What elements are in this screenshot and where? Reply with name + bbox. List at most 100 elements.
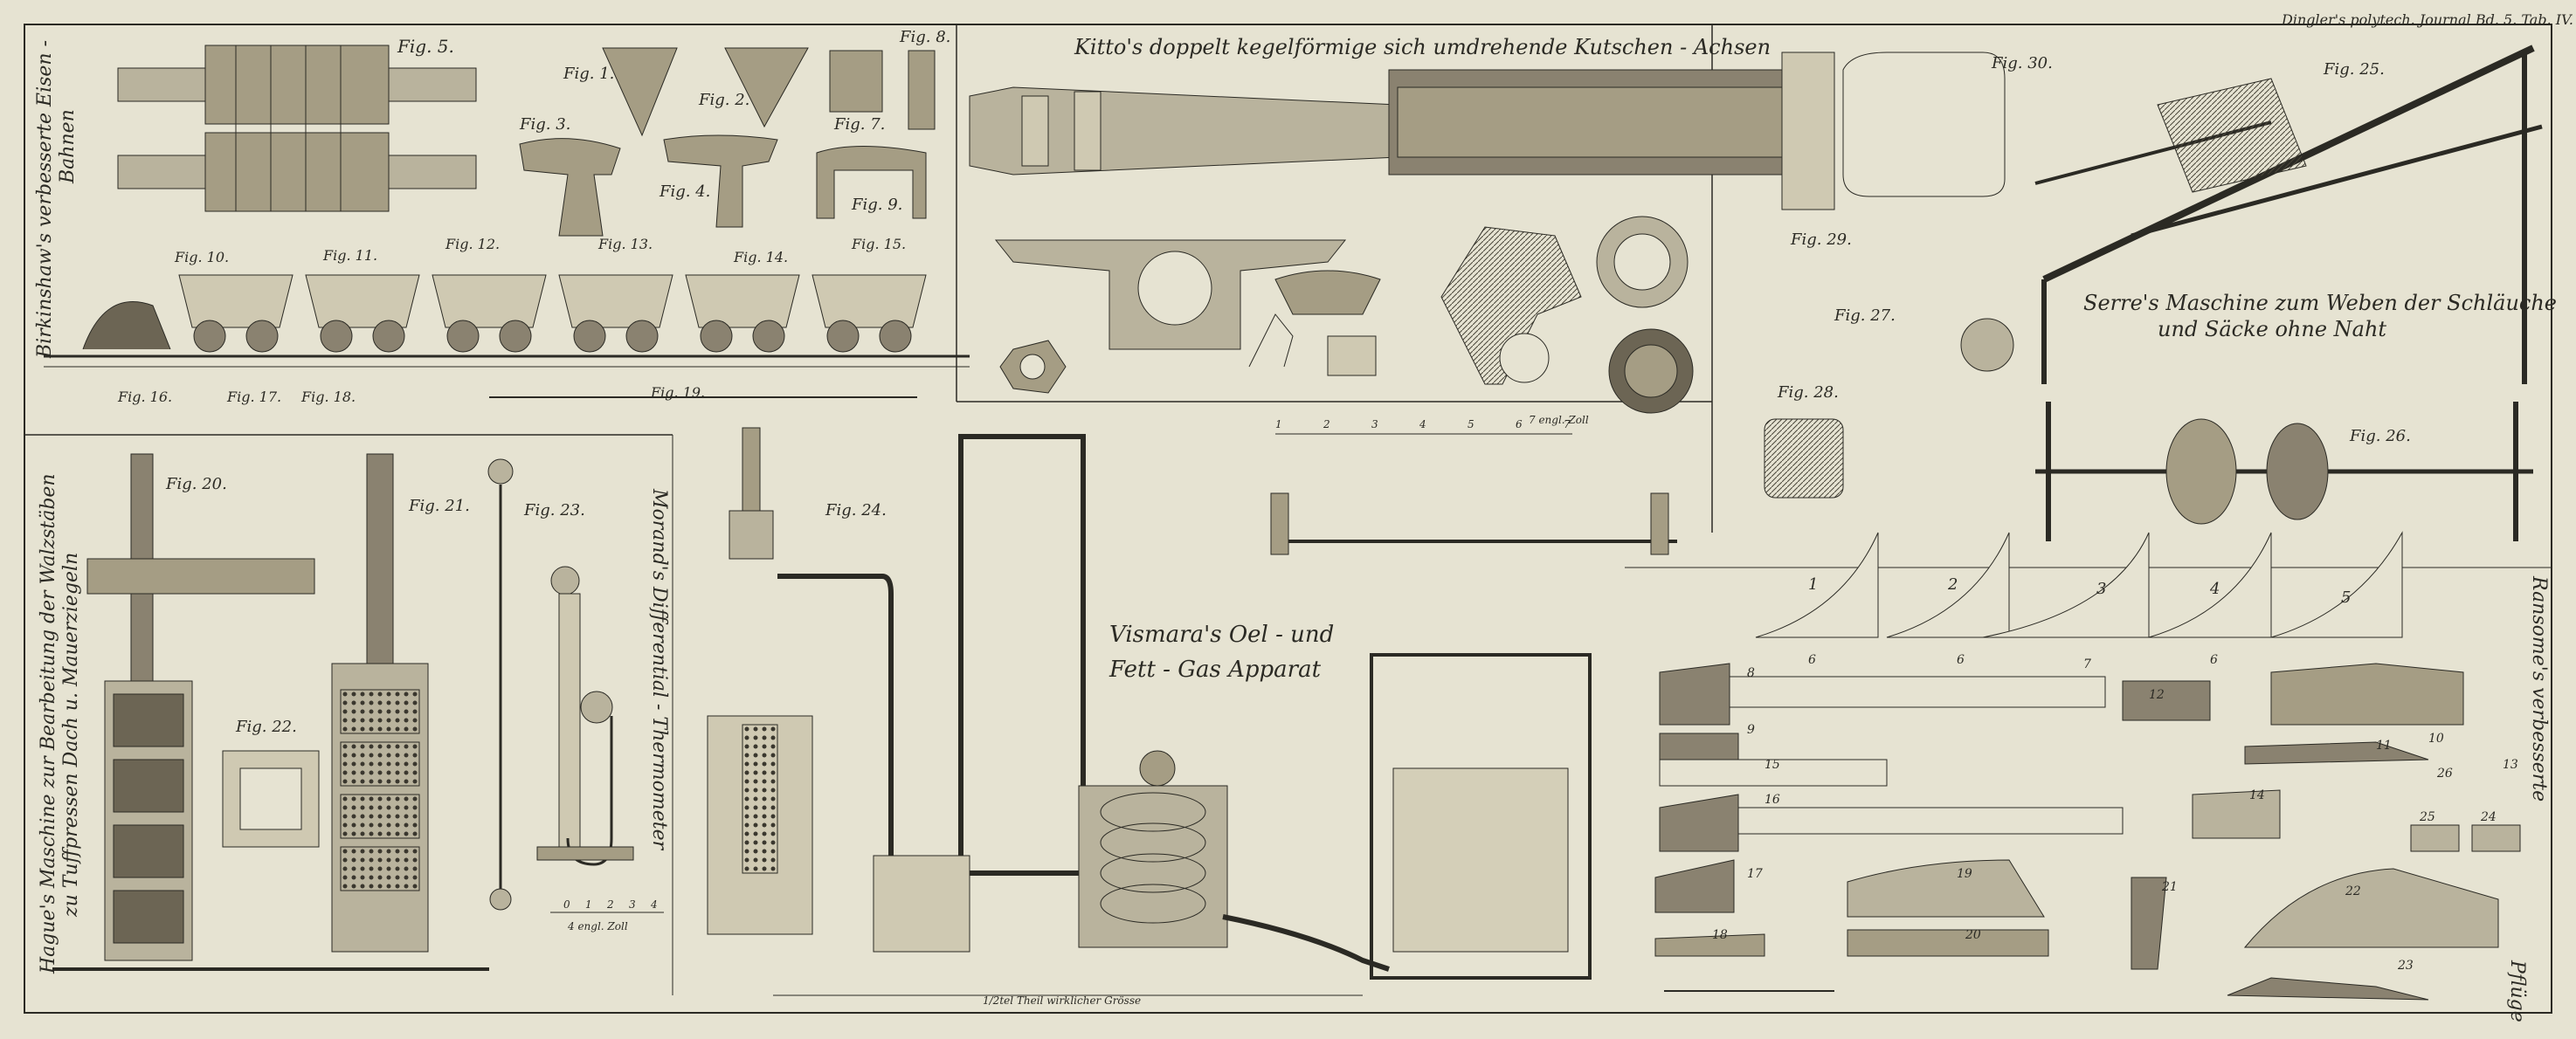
fig8-label: Fig. 8. (899, 28, 950, 46)
part-6a: 6 (1808, 653, 1816, 667)
fig19-label: Fig. 19. (650, 384, 705, 401)
part-20: 20 (1965, 928, 1981, 942)
birkinshaw-title-2: Bahnen (57, 109, 79, 184)
share-2: 2 (1947, 575, 1958, 594)
fig27-label: Fig. 27. (1834, 306, 1896, 325)
kitto-tick-2: 2 (1323, 418, 1330, 430)
fig17-label: Fig. 17. (226, 389, 281, 405)
birkinshaw-title: Birkinshaw's verbesserte Eisen - (34, 40, 56, 359)
kitto-tick-6: 6 (1516, 418, 1523, 430)
fig15-label: Fig. 15. (851, 236, 906, 252)
fig20-label: Fig. 20. (165, 475, 227, 493)
kitto-tick-1: 1 (1275, 418, 1282, 430)
fig30-label: Fig. 30. (1991, 54, 2053, 72)
part-21: 21 (2161, 880, 2178, 894)
part-18: 18 (1712, 928, 1728, 942)
fig29-label: Fig. 29. (1790, 231, 1852, 249)
fig12-label: Fig. 12. (445, 236, 500, 252)
vismara-title-2: Fett - Gas Apparat (1108, 657, 1322, 683)
kitto-tick-7: 7 (1564, 418, 1571, 430)
kitto-scale-label: 7 engl. Zoll (1529, 414, 1589, 426)
part-13: 13 (2503, 758, 2518, 772)
part-10: 10 (2428, 732, 2444, 746)
part-7: 7 (2083, 657, 2091, 671)
fig11-label: Fig. 11. (322, 247, 377, 264)
fig14-label: Fig. 14. (733, 249, 788, 265)
fig22-label: Fig. 22. (235, 718, 297, 736)
panel-frame (24, 24, 2552, 1014)
hague-title: Hague's Maschine zur Bearbeitung der Wal… (38, 473, 59, 974)
part-26: 26 (2436, 767, 2453, 781)
kitto-tick-3: 3 (1371, 418, 1378, 430)
part-11: 11 (2376, 739, 2392, 753)
fig23-label: Fig. 23. (523, 501, 585, 520)
share-1: 1 (1808, 575, 1818, 594)
fig5-label: Fig. 5. (397, 36, 454, 57)
share-5: 5 (2341, 588, 2351, 607)
part-6c: 6 (2210, 653, 2218, 667)
fig18-label: Fig. 18. (300, 389, 356, 405)
vismara-scale-label: 1/2tel Theil wirklicher Grösse (983, 994, 1141, 1007)
fig3-label: Fig. 3. (519, 115, 570, 134)
share-3: 3 (2096, 580, 2106, 598)
morand-panel: Fig. 23. Morand's Differential - Thermom… (487, 458, 670, 932)
fig4-label: Fig. 4. (659, 182, 710, 201)
kitto-panel: Kitto's doppelt kegelförmige sich umdreh… (969, 35, 1835, 435)
hague-panel: Hague's Maschine zur Bearbeitung der Wal… (38, 453, 489, 974)
part-8: 8 (1747, 666, 1755, 680)
fig28-label: Fig. 28. (1777, 383, 1839, 402)
fig24-label: Fig. 24. (825, 501, 887, 520)
fig7-label: Fig. 7. (833, 115, 885, 134)
morand-title: Morand's Differential - Thermometer (648, 488, 670, 851)
part-22: 22 (2345, 884, 2361, 898)
serre-title: Serre's Maschine zum Weben der Schläuche (2083, 291, 2557, 315)
fig16-label: Fig. 16. (117, 389, 172, 405)
plough-shares (1755, 531, 2403, 638)
part-16: 16 (1765, 793, 1780, 807)
ransome-panel: Ransome's verbesserte Pflüge 1 2 3 4 5 (1654, 531, 2550, 1022)
vismara-panel: Fig. 24. Vismara's Oel - und Fett - Gas … (707, 427, 1677, 1007)
serre-panel: Serre's Maschine zum Weben der Schläuche… (1764, 45, 2557, 541)
fig26-label: Fig. 26. (2349, 427, 2411, 445)
part-24: 24 (2480, 810, 2497, 824)
ransome-title-2: Pflüge (2506, 960, 2528, 1022)
part-23: 23 (2397, 959, 2414, 973)
fig25-label: Fig. 25. (2323, 60, 2385, 79)
loom-drawing (1764, 45, 2543, 541)
fig2-label: Fig. 2. (698, 91, 749, 109)
fig10-label: Fig. 10. (174, 249, 229, 265)
thermo-tick-3: 3 (629, 898, 636, 911)
part-15: 15 (1765, 758, 1780, 772)
serre-title-2: und Säcke ohne Naht (2158, 317, 2386, 341)
axle-details (994, 216, 1694, 414)
fig13-label: Fig. 13. (597, 236, 653, 252)
part-19: 19 (1957, 867, 1972, 881)
fig9-label: Fig. 9. (851, 196, 902, 214)
plough-parts (1654, 663, 2521, 1001)
vismara-title: Vismara's Oel - und (1109, 622, 1334, 648)
thermo-tick-0: 0 (563, 898, 570, 911)
thermo-scale-label: 4 engl. Zoll (567, 920, 628, 932)
fig1-label: Fig. 1. (563, 65, 614, 83)
thermo-tick-2: 2 (606, 898, 614, 911)
ransome-title: Ransome's verbesserte (2528, 575, 2550, 802)
kitto-title: Kitto's doppelt kegelförmige sich umdreh… (1074, 35, 1771, 59)
gas-apparatus-drawing (707, 427, 1677, 996)
part-9: 9 (1747, 723, 1755, 737)
part-14: 14 (2249, 788, 2265, 802)
thermometer-drawing (487, 458, 634, 911)
roller-drawing (117, 45, 477, 212)
wagon-train (44, 274, 970, 398)
journal-header: Dingler's polytech. Journal Bd. 5. Tab. … (2281, 11, 2573, 28)
axle-drawing (969, 52, 1835, 210)
part-12: 12 (2149, 688, 2165, 702)
part-17: 17 (1747, 867, 1763, 881)
kitto-tick-4: 4 (1419, 418, 1426, 430)
thermo-tick-1: 1 (585, 898, 592, 911)
part-6b: 6 (1957, 653, 1965, 667)
kitto-tick-5: 5 (1468, 418, 1474, 430)
thermo-tick-4: 4 (650, 898, 658, 911)
hague-title-2: zu Tuffpressen Dach u. Mauerziegeln (60, 553, 82, 918)
part-25: 25 (2419, 810, 2435, 824)
